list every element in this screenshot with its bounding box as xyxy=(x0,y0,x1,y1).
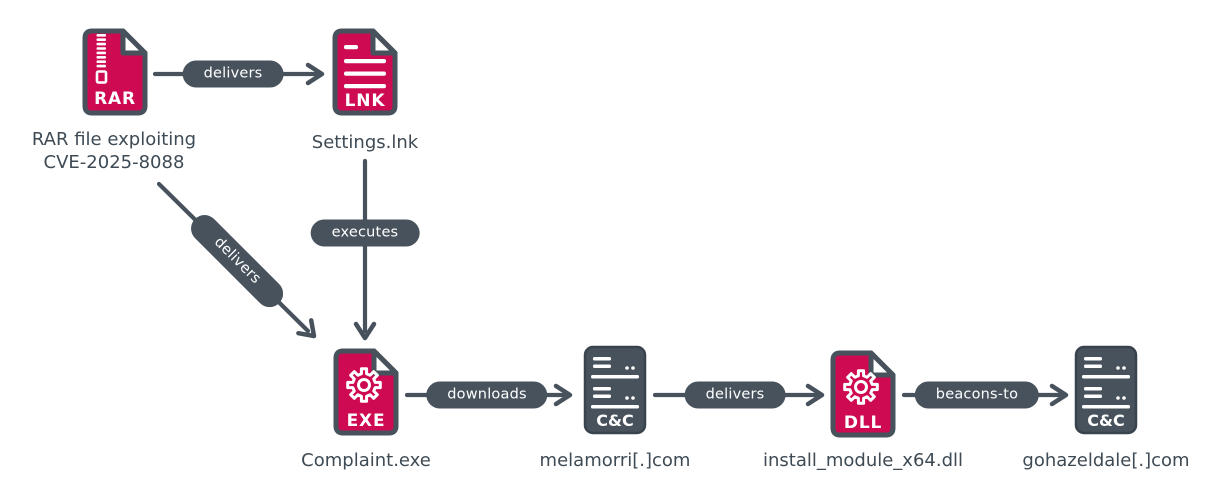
cnc-server-icon: C&C xyxy=(1074,345,1138,435)
dll-folded-corner xyxy=(868,350,896,378)
server-body xyxy=(1074,345,1138,435)
exe-folded-corner xyxy=(371,348,399,376)
server-body xyxy=(583,345,647,435)
edge-lnk-to-exe-arrowhead xyxy=(353,321,377,341)
node-label-rar: RAR file exploiting CVE-2025-8088 xyxy=(32,128,196,174)
document-lines-icon xyxy=(344,45,386,89)
rar-badge: RAR xyxy=(94,89,136,109)
dll-badge: DLL xyxy=(844,413,882,433)
edge-label-beacons-to: beacons-to xyxy=(914,381,1040,409)
server-slots-icon xyxy=(1082,357,1130,409)
edge-cnc1-to-dll-arrowhead xyxy=(805,383,825,407)
rar-folded-corner xyxy=(120,28,148,56)
node-label-install-module-dll: install_module_x64.dll xyxy=(762,450,964,471)
edge-label-executes: executes xyxy=(310,219,420,247)
edge-rar-to-exe-arrowhead xyxy=(296,318,317,339)
cnc-server-icon: C&C xyxy=(583,345,647,435)
server-slots-icon xyxy=(591,357,639,409)
node-label-rar-line2: CVE-2025-8088 xyxy=(43,152,185,173)
node-label-rar-line1: RAR file exploiting xyxy=(31,129,197,150)
edge-rar-to-lnk-arrowhead xyxy=(305,62,325,86)
exe-badge: EXE xyxy=(347,411,386,431)
node-label-melamorri-com: melamorri[.]com xyxy=(539,450,691,471)
edge-label-delivers-rar-lnk: delivers xyxy=(182,60,284,88)
node-label-gohazeldale-com: gohazeldale[.]com xyxy=(1022,450,1190,471)
edge-label-delivers-cnc-dll: delivers xyxy=(684,381,786,409)
cnc2-badge: C&C xyxy=(1087,411,1124,430)
exe-executable-icon: EXE xyxy=(333,348,399,436)
edge-label-downloads: downloads xyxy=(426,381,548,409)
lnk-folded-corner xyxy=(370,28,398,56)
lnk-shortcut-icon: LNK xyxy=(332,28,398,116)
edge-dll-to-cnc2-arrowhead xyxy=(1049,383,1069,407)
gear-icon xyxy=(346,367,382,403)
zipper-pull xyxy=(95,70,108,84)
gear-icon xyxy=(843,369,879,405)
dll-library-icon: DLL xyxy=(830,350,896,438)
zipper-icon xyxy=(95,34,108,84)
node-label-complaint-exe: Complaint.exe xyxy=(301,450,431,471)
edge-lnk-to-exe xyxy=(353,158,377,341)
rar-archive-icon: RAR xyxy=(82,28,148,116)
edge-exe-to-cnc1-arrowhead xyxy=(553,383,573,407)
lnk-badge: LNK xyxy=(345,91,386,111)
node-label-settings-lnk: Settings.lnk xyxy=(311,132,419,153)
cnc1-badge: C&C xyxy=(596,411,633,430)
